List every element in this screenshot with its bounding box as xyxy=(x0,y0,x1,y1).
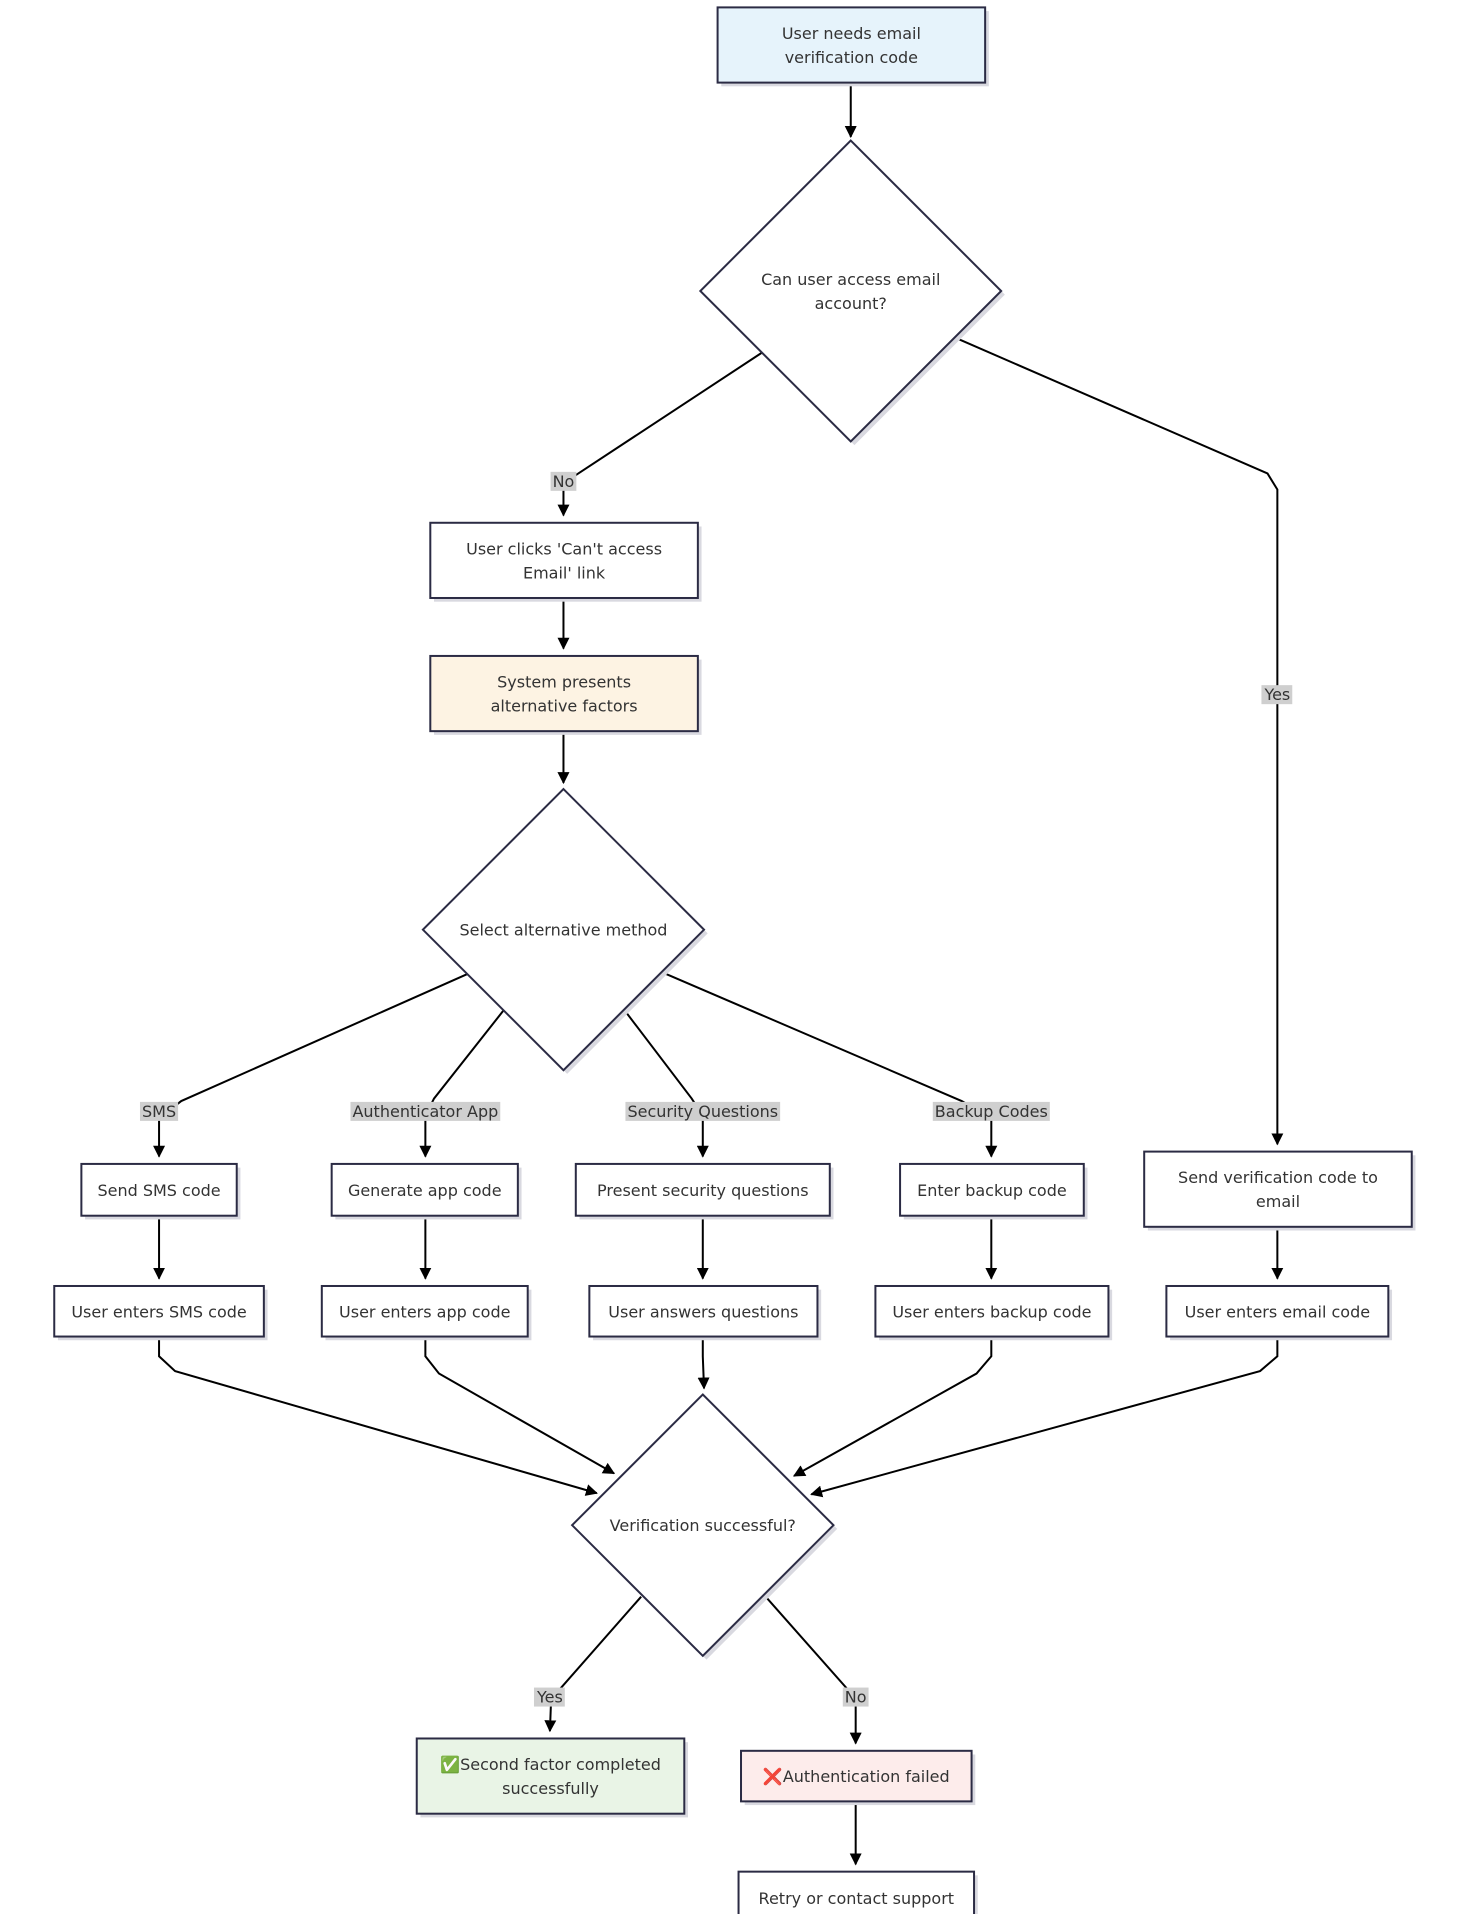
node-answer-q: User answers questions xyxy=(588,1284,822,1341)
node-text-line: Select alternative method xyxy=(459,921,667,940)
node-text-line: ✅Second factor completed xyxy=(440,1755,661,1774)
node-send-email: Send verification code to email xyxy=(1143,1150,1416,1231)
svg-text:Yes: Yes xyxy=(536,1688,563,1707)
edge-label-backup-codes: Backup Codes xyxy=(932,1101,1050,1121)
flow-arrow xyxy=(158,1336,598,1496)
svg-text:SMS: SMS xyxy=(142,1102,176,1121)
node-q-verify: Verification successful? xyxy=(570,1393,838,1660)
node-box xyxy=(415,1737,686,1815)
node-text-line: verification code xyxy=(785,48,918,67)
svg-text:No: No xyxy=(845,1688,867,1707)
node-text-line: User enters SMS code xyxy=(71,1302,246,1321)
flow-arrow xyxy=(557,351,763,517)
node-box xyxy=(574,1162,831,1217)
decision-diamond xyxy=(570,1393,835,1658)
flow-arrow xyxy=(764,1596,862,1745)
node-enter-backup: Enter backup code xyxy=(899,1162,1088,1220)
edge-label-no-access: No xyxy=(550,471,577,491)
node-enter-sms: User enters SMS code xyxy=(53,1284,268,1341)
svg-text:No: No xyxy=(553,472,575,491)
node-q-access: Can user access email account? xyxy=(698,139,1005,446)
edge-label-security-q: Security Questions xyxy=(625,1101,781,1121)
flow-arrow xyxy=(544,1596,642,1733)
node-enter-email: User enters email code xyxy=(1165,1284,1393,1341)
node-text-line: User answers questions xyxy=(608,1302,798,1321)
decision-diamond xyxy=(698,139,1003,443)
node-text-line: User enters backup code xyxy=(892,1302,1091,1321)
node-text-line: Generate app code xyxy=(348,1181,502,1200)
node-box xyxy=(740,1749,973,1803)
flow-arrow xyxy=(810,1336,1279,1498)
decision-diamond xyxy=(421,787,706,1072)
flow-arrow xyxy=(955,336,1284,1146)
node-enter-backup-code: User enters backup code xyxy=(874,1284,1113,1341)
node-box xyxy=(53,1284,265,1338)
node-text-line: successfully xyxy=(502,1779,599,1798)
node-text-line: alternative factors xyxy=(491,697,638,716)
svg-text:Security Questions: Security Questions xyxy=(627,1102,778,1121)
node-box xyxy=(429,654,699,733)
node-text-line: email xyxy=(1256,1192,1300,1211)
node-retry: Retry or contact support xyxy=(737,1870,978,1914)
edge-label-sms: SMS xyxy=(139,1101,179,1121)
edge-label-verify-no: No xyxy=(842,1687,869,1707)
flow-arrow xyxy=(792,1336,993,1477)
svg-text:Authenticator App: Authenticator App xyxy=(352,1102,498,1121)
node-gen-app: Generate app code xyxy=(330,1162,522,1220)
check-icon: ✅ xyxy=(440,1755,460,1774)
flow-arrow xyxy=(419,1010,504,1158)
node-text-line: Send verification code to xyxy=(1178,1168,1378,1187)
svg-text:Backup Codes: Backup Codes xyxy=(935,1102,1048,1121)
node-box xyxy=(320,1284,529,1338)
node-box xyxy=(899,1162,1085,1217)
node-box xyxy=(1165,1284,1390,1338)
node-text-line: Present security questions xyxy=(597,1181,809,1200)
node-box xyxy=(80,1162,238,1217)
node-box xyxy=(588,1284,819,1338)
node-text-line: Verification successful? xyxy=(610,1516,796,1535)
node-box xyxy=(330,1162,519,1217)
node-text-line: System presents xyxy=(497,673,631,692)
node-text-line: Email' link xyxy=(523,563,606,582)
node-text-line: Retry or contact support xyxy=(759,1889,955,1908)
node-box xyxy=(1143,1150,1413,1228)
node-alternatives: System presents alternative factors xyxy=(429,654,702,735)
node-text-line: Send SMS code xyxy=(97,1181,220,1200)
cross-icon: ❌ xyxy=(763,1767,783,1786)
flow-arrow xyxy=(662,971,998,1158)
node-box xyxy=(716,6,987,84)
flow-arrow xyxy=(697,1336,710,1390)
node-box xyxy=(429,521,699,599)
node-text-line: account? xyxy=(815,294,887,313)
node-select-method: Select alternative method xyxy=(421,787,708,1074)
node-text-line: Can user access email xyxy=(761,270,940,289)
flow-arrow xyxy=(424,1336,616,1475)
flow-arrow xyxy=(624,1010,709,1158)
node-box xyxy=(874,1284,1110,1338)
edge-label-yes-access: Yes xyxy=(1261,685,1293,705)
node-text-line: User enters email code xyxy=(1185,1302,1370,1321)
flow-arrow xyxy=(153,973,468,1158)
node-success: ✅Second factor completed successfully xyxy=(415,1737,688,1818)
node-text-line: User clicks 'Can't access xyxy=(466,539,662,558)
node-text-line: ❌Authentication failed xyxy=(763,1767,950,1786)
node-start: User needs email verification code xyxy=(716,6,989,87)
svg-text:Yes: Yes xyxy=(1263,685,1290,704)
node-send-sms: Send SMS code xyxy=(80,1162,241,1220)
node-text-line: Enter backup code xyxy=(917,1181,1067,1200)
node-text-line: User enters app code xyxy=(339,1302,510,1321)
node-failed: ❌Authentication failed xyxy=(740,1749,976,1806)
node-present-sq: Present security questions xyxy=(574,1162,834,1220)
node-box xyxy=(737,1870,976,1914)
edge-label-auth-app: Authenticator App xyxy=(350,1101,501,1121)
node-enter-app: User enters app code xyxy=(320,1284,532,1341)
node-text-line: User needs email xyxy=(782,24,921,43)
edge-label-verify-yes: Yes xyxy=(533,1687,565,1707)
